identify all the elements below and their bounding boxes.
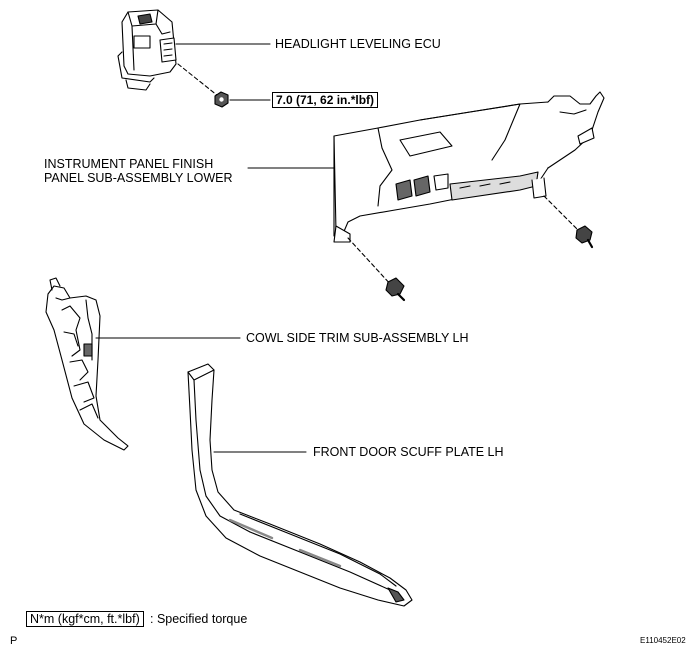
screw-right-icon [575, 225, 594, 249]
legend-specified-torque: : Specified torque [150, 612, 248, 626]
label-cowl-side-trim: COWL SIDE TRIM SUB-ASSEMBLY LH [246, 331, 469, 345]
screw-left-dashed-line [347, 237, 393, 287]
page-marker: P [10, 635, 18, 647]
cowl-side-trim-drawing [45, 277, 129, 451]
screw-left-icon [385, 277, 406, 302]
headlight-leveling-ecu-drawing [117, 9, 177, 91]
nut-icon [214, 91, 229, 108]
scuff-plate-drawing [187, 363, 413, 607]
label-instrument-panel-line2: PANEL SUB-ASSEMBLY LOWER [44, 171, 233, 185]
torque-value-box: 7.0 (71, 62 in.*lbf) [272, 92, 379, 108]
figure-code: E110452E02 [640, 636, 686, 645]
instrument-panel-lower-drawing [333, 91, 605, 243]
label-front-door-scuff-plate: FRONT DOOR SCUFF PLATE LH [313, 445, 504, 459]
label-headlight-leveling-ecu: HEADLIGHT LEVELING ECU [275, 37, 441, 51]
label-instrument-panel-line1: INSTRUMENT PANEL FINISH [44, 157, 214, 171]
legend-torque-units-box: N*m (kgf*cm, ft.*lbf) [26, 611, 144, 627]
screw-right-dashed-line [543, 195, 581, 233]
nut-dashed-line [177, 63, 219, 97]
